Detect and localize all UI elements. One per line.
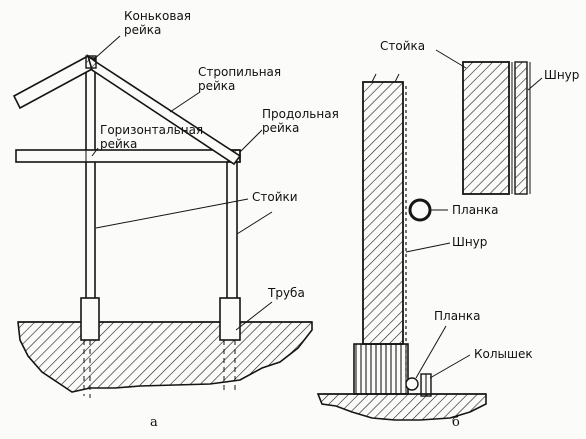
- label-plank-ring: Планка: [452, 203, 499, 217]
- label-post-b: Стойка: [380, 39, 425, 53]
- leader-longitudinal: [239, 129, 263, 153]
- label-pipe: Труба: [267, 286, 305, 300]
- figure-b: Планка Шнур Планка Колышек б: [316, 73, 533, 430]
- leader-pipe: [235, 301, 273, 331]
- leader-cord: [405, 242, 451, 253]
- label-cord-top: Шнур: [544, 68, 579, 82]
- detail-cord-strip: [514, 61, 528, 195]
- pipe-right: [219, 297, 241, 341]
- leader-cord-top: [527, 77, 543, 91]
- pipe-left: [80, 297, 100, 341]
- detail-post: [462, 61, 510, 195]
- post-b: [362, 81, 404, 345]
- leader-ridge: [92, 35, 121, 61]
- label-plank-bottom: Планка: [434, 309, 481, 323]
- label-peg: Колышек: [474, 347, 533, 361]
- leader-post-b: [435, 49, 467, 69]
- caption-b: б: [452, 415, 460, 430]
- leader-posts-right: [236, 211, 273, 235]
- leader-peg: [429, 354, 471, 379]
- ground-b: [316, 393, 487, 421]
- caption-a: а: [150, 415, 158, 430]
- post-base-b: [353, 343, 409, 395]
- rafter-left: [12, 54, 96, 110]
- post-b-top-edge: [371, 73, 377, 83]
- post-b-top-edge-2: [394, 73, 400, 83]
- post-left: [85, 57, 96, 305]
- ground-a: [17, 321, 313, 393]
- leader-plank-bottom: [415, 325, 447, 379]
- post-right: [226, 157, 238, 305]
- leader-horizontal: [91, 147, 99, 157]
- leader-rafter: [169, 91, 201, 113]
- detail-inset: Стойка Шнур: [380, 39, 579, 195]
- peg: [420, 373, 432, 397]
- label-cord: Шнур: [452, 235, 487, 249]
- plank-ring: [408, 198, 432, 222]
- ridge-batten-end: [85, 55, 97, 69]
- label-posts: Стойки: [252, 190, 298, 204]
- plank-bottom: [405, 377, 419, 391]
- horizontal-batten: [15, 149, 241, 163]
- leader-posts-left: [95, 198, 249, 229]
